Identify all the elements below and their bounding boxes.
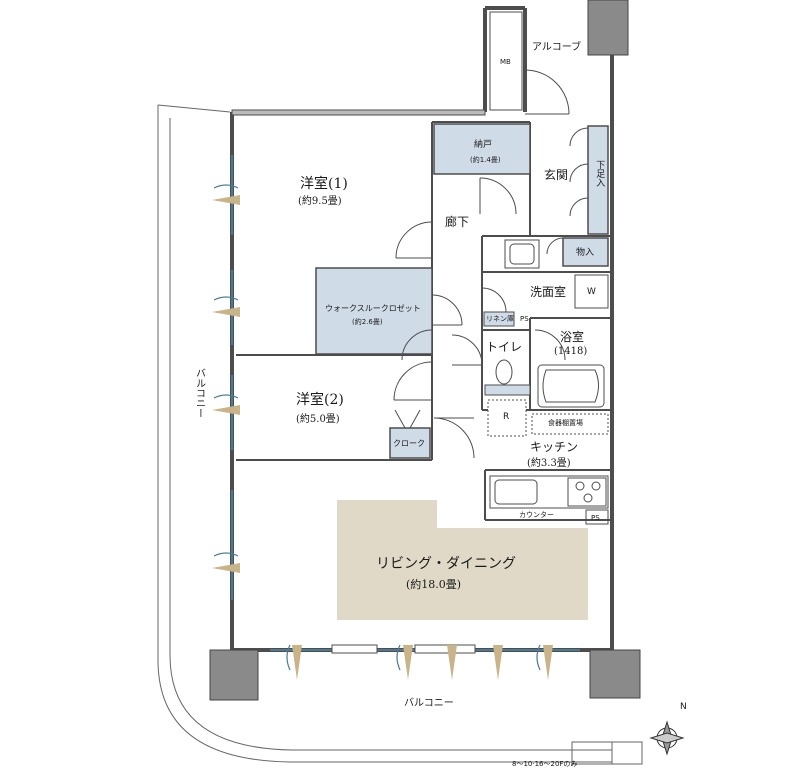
- balcony-outline: [157, 104, 612, 763]
- living-dining-area: [337, 500, 588, 620]
- left-vents: [212, 195, 240, 573]
- washer-label: W: [587, 287, 596, 297]
- bath-size: (1418): [554, 346, 588, 357]
- storage-area: (約1.4畳): [470, 156, 501, 164]
- doors: [393, 69, 570, 459]
- storage-name: 納戸: [474, 140, 493, 150]
- entrance-closet-doors: [546, 127, 589, 255]
- western2-area: (約5.0畳): [296, 414, 340, 425]
- balcony-extension: [571, 741, 643, 765]
- closet-area: (約2.6畳): [352, 318, 383, 326]
- linen-closet: [483, 311, 515, 327]
- kitchen-fixtures: [489, 475, 609, 525]
- linen-name: リネン庫: [486, 315, 514, 323]
- closet-mono-name: 物入: [576, 248, 595, 258]
- kitchen-name: キッチン: [530, 440, 579, 454]
- walkthrough-closet: [315, 267, 433, 355]
- window-sash: [331, 644, 378, 654]
- ps1-label: PS: [520, 315, 529, 323]
- bottom-vents: [292, 645, 553, 680]
- western1-area: (約9.5畳): [298, 196, 342, 207]
- closet-name: ウォークスルークロゼット: [325, 304, 421, 313]
- western1-name: 洋室(1): [300, 176, 348, 192]
- balcony-bottom-label: バルコニー: [404, 698, 454, 709]
- dish-shelf-label: 食器棚置場: [548, 419, 583, 427]
- toilet-fixture: [484, 359, 531, 396]
- left-air-marks: [213, 184, 239, 557]
- kitchen-area: (約3.3畳): [527, 458, 571, 469]
- alcove-label: アルコーブ: [532, 42, 582, 53]
- bath-name: 浴室: [560, 330, 585, 344]
- living-name: リビング・ダイニング: [376, 556, 516, 572]
- counter-label: カウンター: [519, 511, 554, 519]
- ps2-label: PS: [591, 514, 600, 522]
- shoe-box: [587, 125, 609, 235]
- western2-name: 洋室(2): [296, 392, 344, 408]
- window-sash: [414, 644, 476, 654]
- pillar: [587, 0, 629, 56]
- cloak-label: クローク: [393, 439, 425, 448]
- washer-space: [574, 274, 609, 309]
- shoe-box-name: 下足入: [594, 160, 605, 187]
- footnote: 8～10·16～20Fのみ: [512, 760, 578, 768]
- mb-label: MB: [500, 58, 511, 66]
- compass-north: N: [680, 702, 687, 712]
- bottom-air-marks: [286, 644, 541, 671]
- wash-basin: [504, 239, 540, 269]
- storage-room: [433, 123, 531, 175]
- dish-shelf: [531, 413, 609, 435]
- hatched-wall: [231, 109, 486, 116]
- pillar: [589, 649, 641, 699]
- toilet-name: トイレ: [486, 340, 523, 354]
- interior-walls: [236, 121, 612, 521]
- closet-mono: [562, 237, 609, 267]
- mb-shaft: [489, 11, 523, 111]
- hallway-name: 廊下: [445, 215, 470, 229]
- bathtub: [537, 364, 605, 408]
- balcony-left-label: バルコニー: [193, 368, 205, 418]
- washroom-name: 洗面室: [530, 285, 567, 299]
- compass-rose: [649, 720, 685, 756]
- fridge-label: R: [503, 412, 510, 422]
- entrance-name: 玄関: [544, 168, 569, 182]
- living-area: (約18.0畳): [406, 578, 462, 591]
- fridge-space: [487, 399, 527, 437]
- pillar: [209, 649, 259, 701]
